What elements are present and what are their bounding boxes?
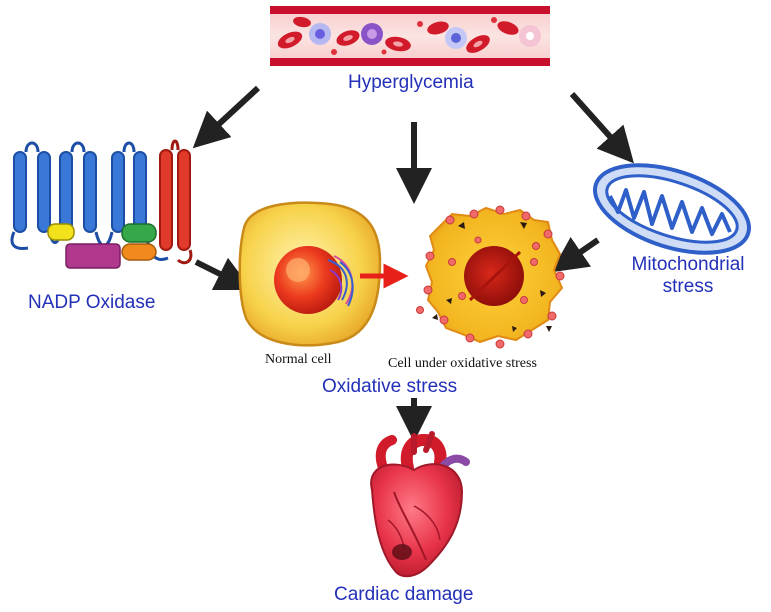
label-normal-cell: Normal cell (265, 352, 332, 367)
arrow-hyperglycemia-to-mitochondria (569, 92, 634, 164)
arrow-nadph-to-normal-cell (194, 257, 253, 291)
label-cardiac-damage: Cardiac damage (334, 584, 474, 605)
label-mitochondrial-line1: Mitochondrial (631, 254, 745, 275)
label-oxidative-stress: Oxidative stress (322, 376, 458, 397)
heart-icon (370, 431, 470, 578)
stressed-cell-icon (416, 205, 565, 349)
label-nadp-oxidase: NADP Oxidase (28, 292, 156, 313)
label-cell-under-stress: Cell under oxidative stress (388, 356, 537, 371)
label-mitochondrial-line2: stress (662, 276, 714, 297)
label-hyperglycemia: Hyperglycemia (348, 72, 474, 93)
label-mitochondrial-stress: Mitochondrial stress (618, 254, 758, 298)
mitochondrion-icon (593, 163, 751, 255)
arrow-mitochondria-to-stressed-cell (551, 236, 600, 273)
normal-cell-icon (238, 201, 382, 347)
nadph-oxidase-complex-icon (10, 139, 193, 269)
blood-vessel-icon (270, 6, 550, 66)
arrow-hyperglycemia-to-nadph (192, 85, 261, 149)
